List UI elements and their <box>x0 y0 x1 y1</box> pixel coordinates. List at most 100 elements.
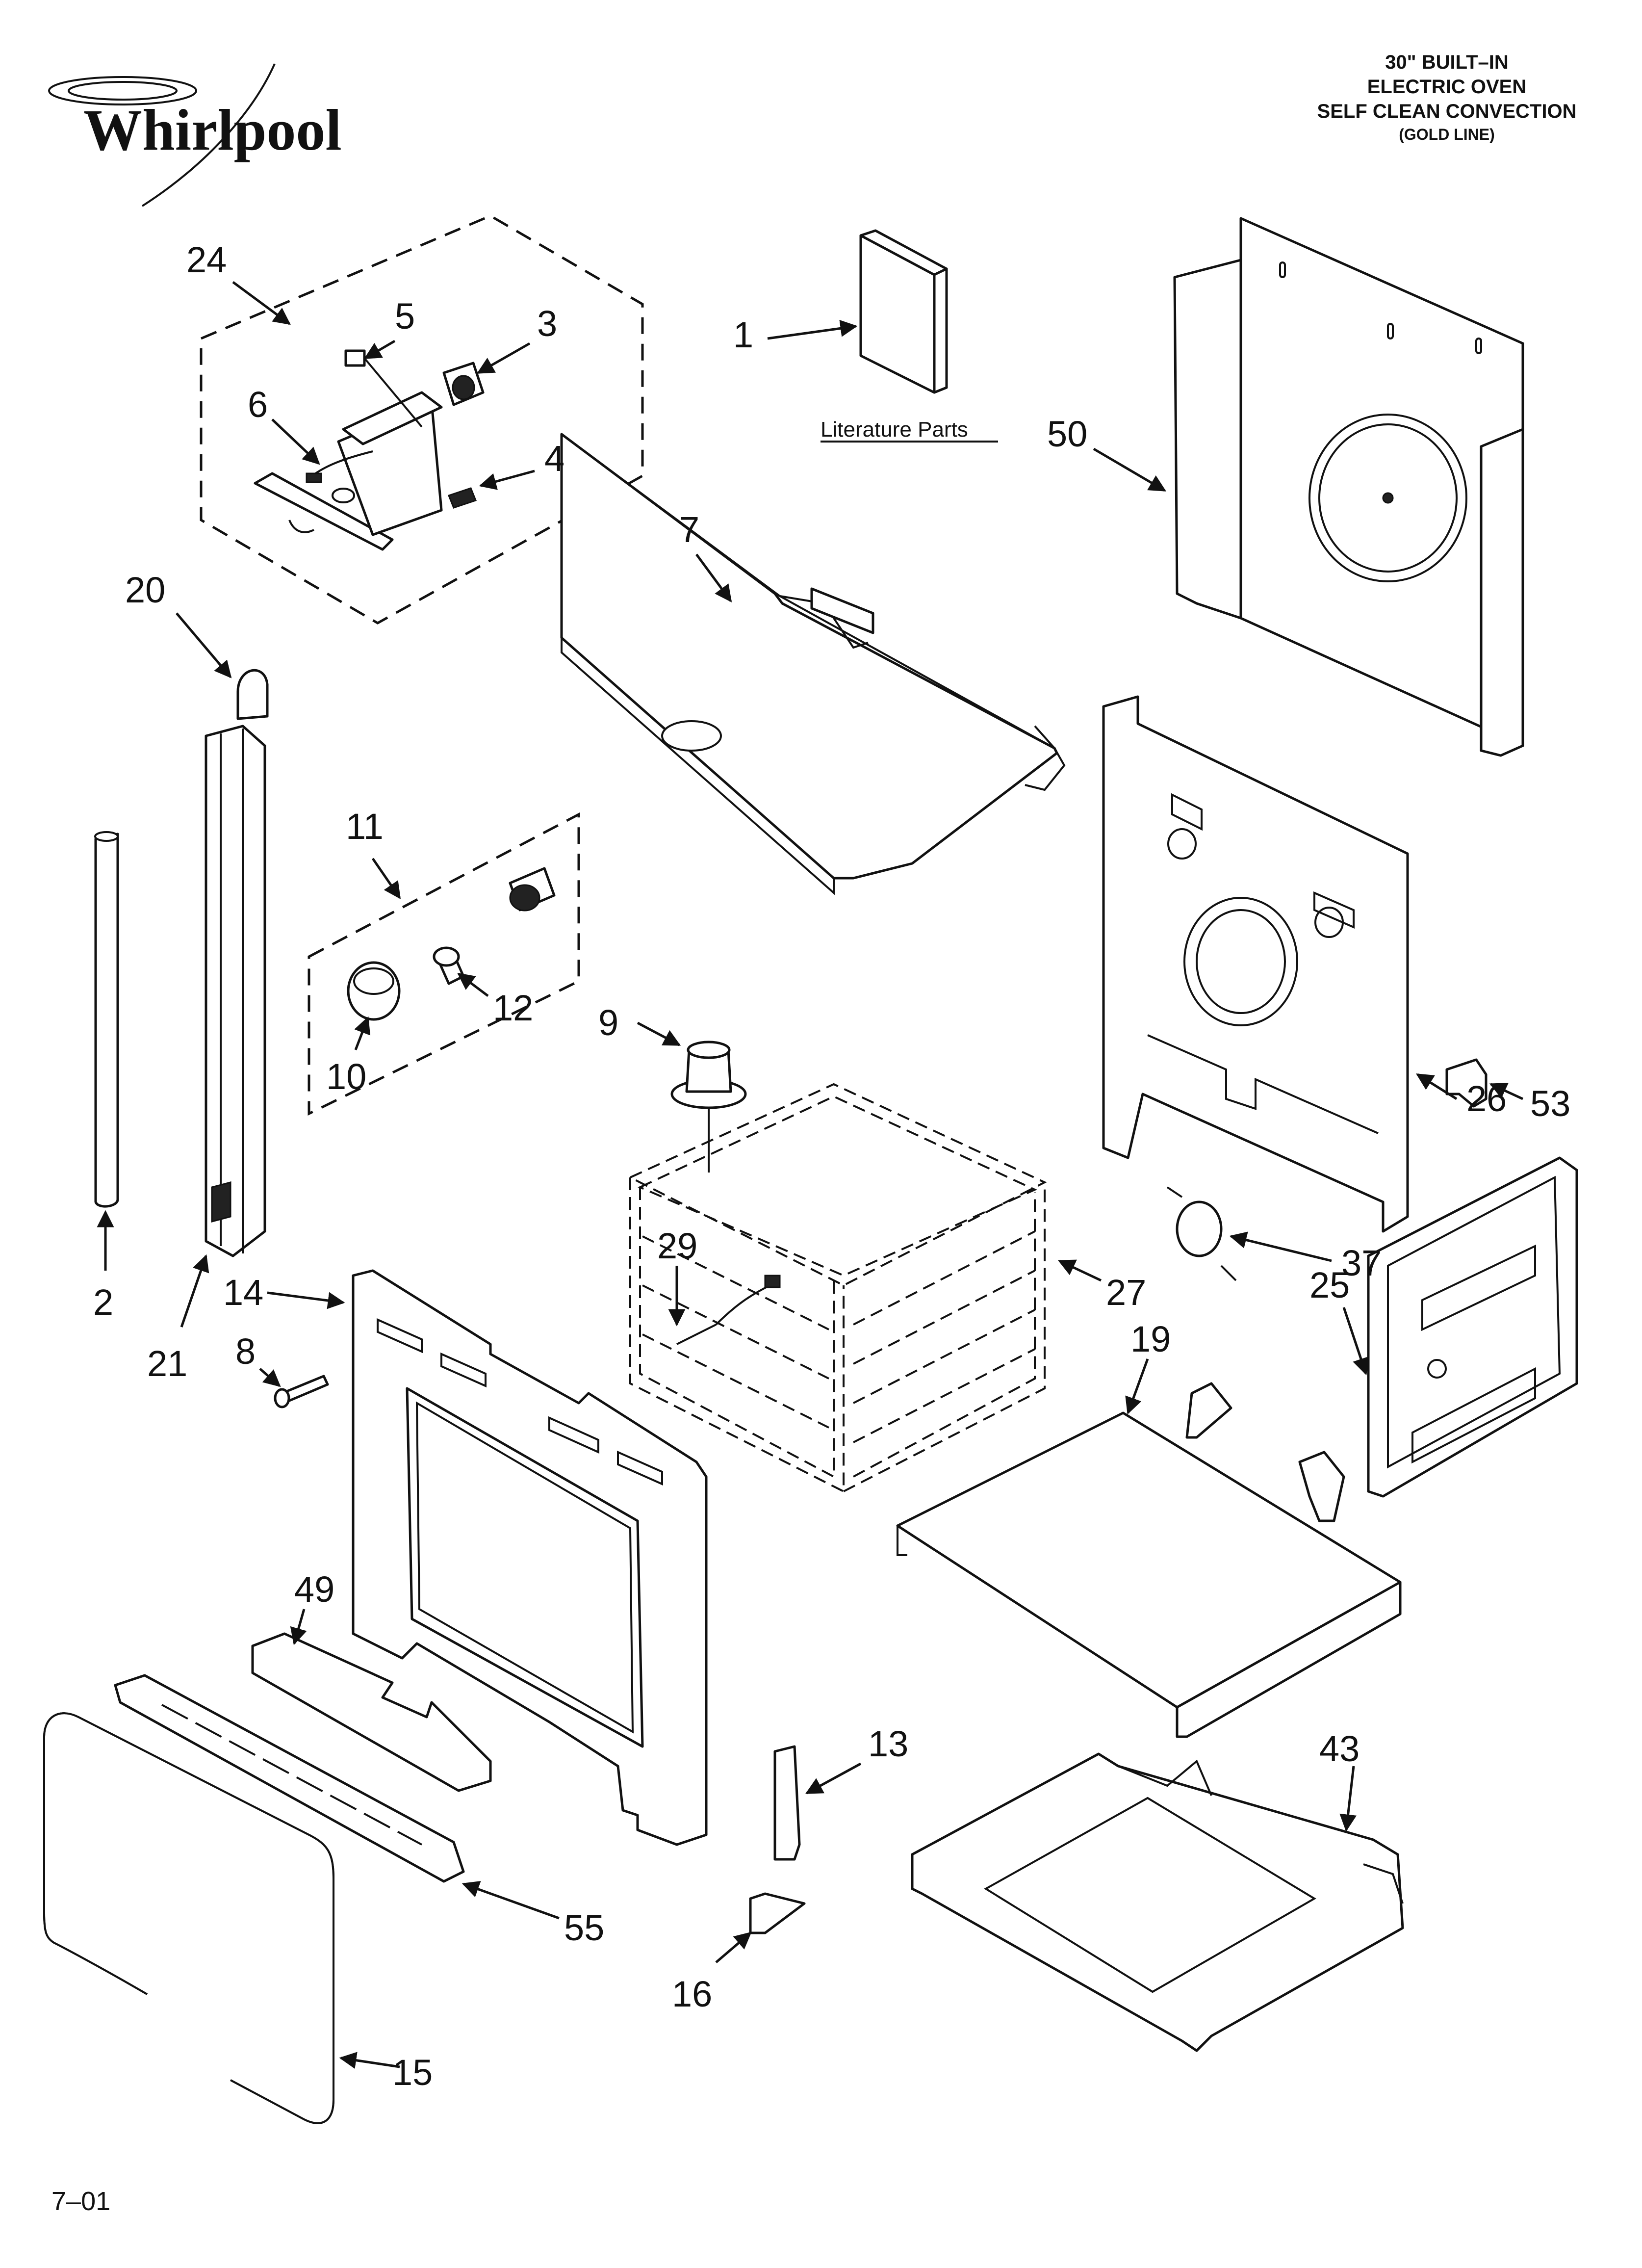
model-header: 30" BUILT–IN ELECTRIC OVEN SELF CLEAN CO… <box>1317 52 1577 143</box>
leader-24 <box>232 281 291 325</box>
part-29-plug <box>764 1275 781 1288</box>
callout-3: 3 <box>537 303 557 344</box>
part-27-rack-guide <box>853 1348 1035 1443</box>
part-26-slot <box>1313 891 1355 929</box>
part-26-fan-inner <box>1196 909 1286 1014</box>
part-26-wire-channel <box>1147 1034 1379 1134</box>
leader-37 <box>1229 1231 1332 1262</box>
part-37-disc <box>1176 1200 1223 1257</box>
part-43-bottom-pan <box>911 1752 1404 2052</box>
leader-21 <box>180 1254 209 1328</box>
part-10-lens-rim <box>353 967 394 995</box>
header-line-3: SELF CLEAN CONVECTION <box>1317 101 1577 122</box>
callout-2: 2 <box>93 1282 113 1323</box>
leader-12 <box>457 972 489 997</box>
part-55-vent-grille <box>114 1674 465 1883</box>
leader-49 <box>290 1609 307 1645</box>
callout-37: 37 <box>1341 1243 1382 1283</box>
whirlpool-logo: Whirlpool <box>48 63 342 207</box>
leader-1 <box>767 319 858 340</box>
part-27-rack-guide <box>642 1284 829 1380</box>
part-25-hole <box>1427 1359 1447 1379</box>
callout-14: 14 <box>223 1272 263 1313</box>
part-26-fan-ring <box>1183 897 1298 1026</box>
part-2-rod-end <box>94 831 119 842</box>
part-26-slot <box>1171 793 1203 831</box>
part-7-top-panel <box>560 433 1058 880</box>
callout-11: 11 <box>346 806 384 847</box>
part-12-bulb <box>433 946 460 967</box>
callout-27: 27 <box>1106 1272 1146 1313</box>
part-19-left-lip <box>897 1526 907 1556</box>
callout-5: 5 <box>395 296 415 337</box>
brand-wordmark: Whirlpool <box>83 97 342 162</box>
callout-24: 24 <box>186 239 227 280</box>
part-24-dashed-outline <box>200 214 644 625</box>
part-7-oven-top <box>560 433 1066 895</box>
part-27-rack-guide <box>642 1235 829 1330</box>
leader-lines <box>97 281 1524 2069</box>
leader-9 <box>637 1021 681 1046</box>
part-14-front-frame <box>352 1269 708 1846</box>
leader-11 <box>371 858 401 899</box>
part-50-slot <box>1387 323 1394 339</box>
part-25-panel-body <box>1367 1156 1578 1498</box>
part-14-slot <box>617 1450 663 1486</box>
callout-1: 1 <box>733 314 753 355</box>
part-37-terminals <box>1166 1186 1237 1281</box>
leader-26 <box>1416 1073 1458 1100</box>
leader-50 <box>1093 447 1167 492</box>
part-14-slot <box>548 1416 599 1454</box>
part-14-window-opening <box>406 1387 644 1748</box>
callout-13: 13 <box>868 1723 908 1764</box>
logo-swirl-tail <box>141 63 276 207</box>
leader-25 <box>1342 1307 1369 1376</box>
callout-43: 43 <box>1319 1728 1360 1769</box>
leader-7 <box>695 553 732 602</box>
part-8-screw <box>274 1375 329 1408</box>
part-8-screw-head <box>274 1388 290 1408</box>
part-9-fan-motor <box>670 1041 747 1173</box>
part-11-dashed-outline <box>308 812 580 1116</box>
leader-15 <box>339 2052 400 2069</box>
callout-19: 19 <box>1130 1319 1171 1359</box>
header-line-2: ELECTRIC OVEN <box>1367 76 1526 98</box>
part-49-trim-body <box>251 1632 492 1792</box>
part-20-cap-body <box>236 669 269 720</box>
part-24-bracket-top <box>342 391 443 445</box>
callout-16: 16 <box>672 1974 712 2014</box>
callout-9: 9 <box>598 1002 618 1043</box>
leader-16 <box>715 1931 752 1963</box>
callout-55: 55 <box>564 1907 604 1948</box>
callout-29: 29 <box>657 1225 697 1266</box>
part-2-side-rod <box>94 831 119 1208</box>
part-27-right-inner <box>853 1192 1036 1478</box>
part-7-rear-tab <box>810 587 874 634</box>
logo-swirl-ring <box>48 76 197 105</box>
callout-10: 10 <box>326 1056 366 1097</box>
literature-label: Literature Parts <box>821 417 968 442</box>
leader-53 <box>1489 1083 1524 1100</box>
callout-53: 53 <box>1530 1083 1570 1124</box>
part-14-window-inner <box>415 1401 634 1734</box>
part-4-microswitch <box>448 487 477 509</box>
part-50-slot <box>1279 261 1286 278</box>
part-43-notch <box>1118 1759 1212 1796</box>
part-19-mount-bracket <box>1185 1382 1232 1439</box>
callout-15: 15 <box>392 2052 433 2093</box>
callout-labels: 1 2 3 4 5 6 7 8 9 10 11 12 13 14 15 16 1… <box>93 239 1570 2093</box>
leader-10 <box>354 1016 371 1050</box>
part-5-lead-wire <box>363 357 423 428</box>
leader-14 <box>267 1291 345 1309</box>
part-49-vent-trim <box>251 1632 492 1792</box>
part-50-slot <box>1475 338 1482 354</box>
part-25-side-panel <box>1367 1156 1578 1498</box>
leader-5 <box>363 339 396 360</box>
part-24-base-plate <box>254 472 394 551</box>
part-19-mount-bracket <box>1298 1451 1345 1522</box>
part-16-gusset <box>749 1892 806 1934</box>
leader-19 <box>1125 1358 1149 1415</box>
part-50-rear-panel <box>1173 217 1524 757</box>
leader-8 <box>259 1368 281 1387</box>
